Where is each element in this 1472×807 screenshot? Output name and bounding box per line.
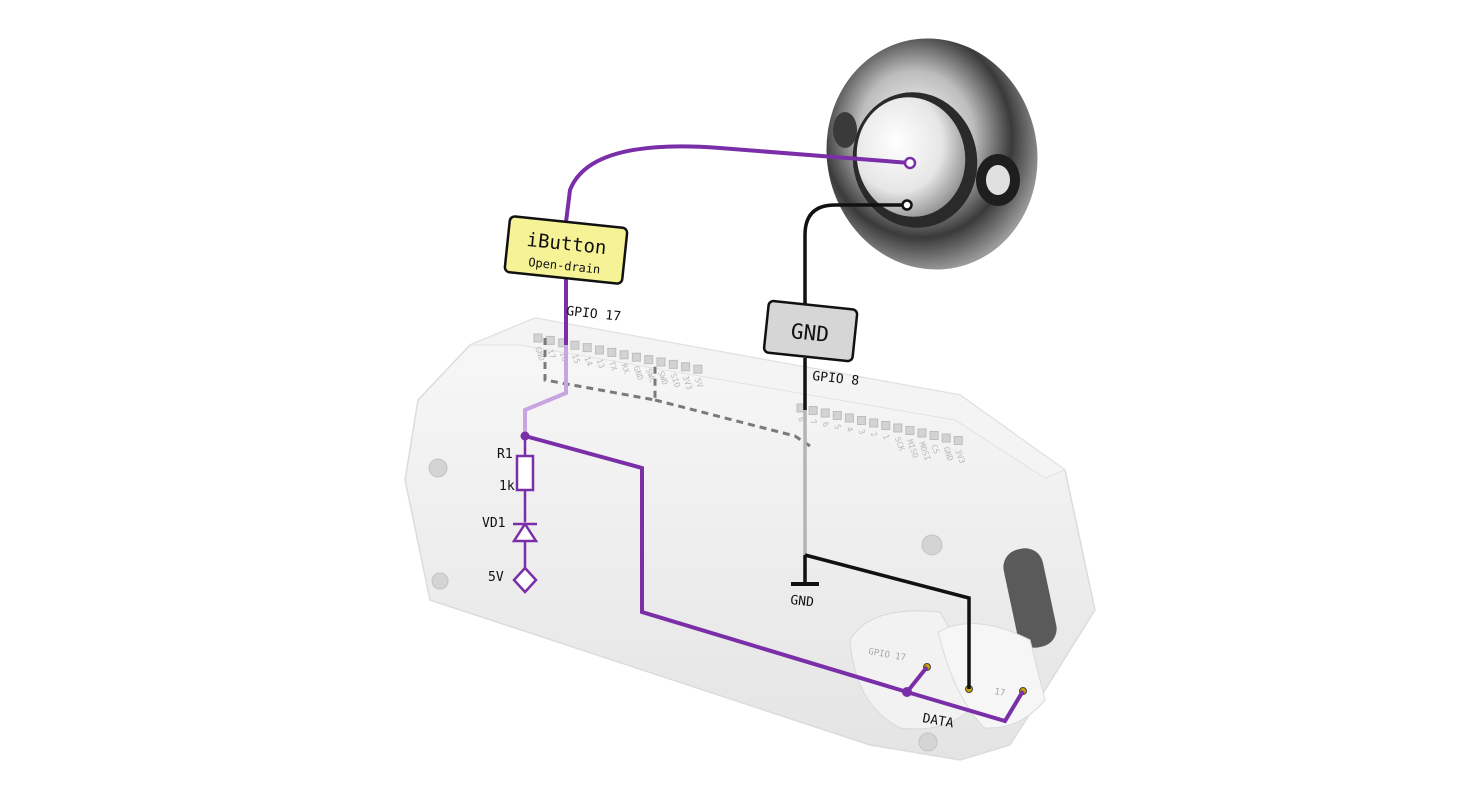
screw-hole-icon [918,732,938,752]
header-right-pin-label: 8 [796,416,806,424]
header-left-pin-label: 5V [693,377,705,389]
header-right-pin-label: 4 [845,426,855,434]
header-left-pin-icon [681,362,691,372]
data-wire-pad [905,665,929,694]
side-button[interactable] [1000,545,1060,651]
header-left-pin-icon [582,343,592,353]
data-wire-top [564,144,911,223]
header-right-pin-label: 2 [869,431,879,439]
label-r1-value: 1k [499,479,515,494]
header-left-pin-label: 16 [558,350,570,362]
label-gpio17: GPIO 17 [566,304,622,325]
data-wire-right [906,689,1025,724]
header-left-pin-icon [595,345,604,355]
header-right-pin-label: 6 [820,421,830,429]
label-gpio8: GPIO 8 [812,369,860,389]
data-wire-main [524,434,908,694]
screw-hole-icon [431,572,449,590]
header-left-pin-icon [668,359,678,369]
resistor-icon [515,454,535,492]
header-right-pin-icon [869,418,879,428]
header-left-pin-icon [607,347,617,357]
header-left-pin-icon [619,350,629,360]
gnd-wire-top [803,203,907,305]
header-right-pin-label: 1 [881,433,891,441]
header-left-pin-icon [644,355,654,365]
header-left-pin-label: 14 [582,355,594,367]
header-left-pin-icon [533,333,543,343]
header-right-pin-icon [929,431,939,440]
label-5v: 5V [488,570,504,585]
header-left-pin-icon [693,364,703,374]
header-left-pin-label: 17 [545,348,557,360]
header-right-pin-icon [820,408,830,418]
header-right-pin-label: CS [929,443,941,455]
header-right-pin-icon [808,406,818,415]
header-left-pin-icon [545,335,555,345]
gnd-label-box: GND [762,299,859,363]
gnd-box-text: GND [790,319,830,347]
header-right-pin-icon [893,423,903,433]
header-right-pin-icon [905,426,915,435]
header-left-pin-label: TX [607,360,619,372]
header-right-pin-icon [941,433,951,443]
device-body: GPIO 17 17 [404,317,1096,761]
header-highlight-left [543,338,657,402]
pullup-circuit [511,436,539,594]
gnd-wire-right [804,553,971,689]
header-right-pin-icon [844,413,854,423]
junction-data [902,687,912,697]
header-right-pin-label: 5 [832,423,842,431]
probe-data-point [903,156,917,170]
header-right-pin-icon [832,411,842,420]
screw-hole-icon [921,534,943,556]
header-right-pin-label: 7 [808,418,818,426]
screw-hole-icon [428,458,448,478]
label-r1: R1 [497,447,513,462]
header-right-pin-icon [881,421,891,430]
header-right-pin-icon [917,428,927,438]
header-left-pin-icon [631,352,641,362]
header-right-pin-icon [953,436,963,445]
ibutton-label-box: iButton Open-drain [503,215,629,285]
header-left-pin-label: 15 [570,353,582,365]
header-left-pin-label: RX [619,362,631,374]
power-5v-icon [512,566,538,594]
header-right-pin-icon [857,416,866,425]
label-data: DATA [921,711,955,731]
pad-label-17: 17 [993,687,1005,699]
header-left-pin-icon [570,340,580,350]
header-right-pin-label: 3 [857,428,867,436]
label-vd1: VD1 [482,516,505,531]
data-wire-faded [523,345,568,436]
label-gnd-symbol: GND [790,593,815,610]
probe-gnd-point [901,199,913,211]
header-left-pin-label: 13 [595,358,607,370]
ibutton-reader [826,38,1038,270]
header-left-pin-icon [656,357,666,367]
